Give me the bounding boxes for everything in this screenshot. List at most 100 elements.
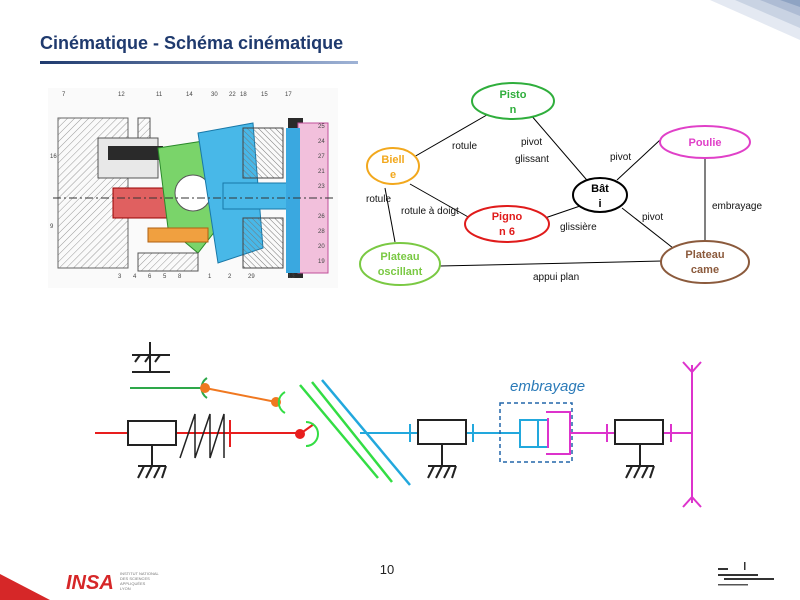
- kinematic-schema: embrayage: [95, 342, 702, 508]
- partner-logo: [718, 562, 774, 586]
- callout-number: 13: [288, 274, 295, 280]
- edge-label-plateau-came: appui plan: [533, 272, 579, 283]
- callout-number: 22: [229, 92, 236, 98]
- node-plateau-came: Plateau came: [660, 240, 750, 284]
- callout-number: 29: [248, 274, 255, 280]
- node-bati-line-2: i: [598, 198, 601, 210]
- callout-number: 19: [318, 259, 325, 265]
- callout-number: 12: [118, 92, 125, 98]
- edge-bielle-pignon: [409, 183, 471, 219]
- pulley-top-arrow: [682, 361, 702, 374]
- edge-label-piston-bati-2: glissant: [515, 154, 549, 165]
- insa-logo-text: INSA: [66, 572, 114, 594]
- node-pignon: Pigno n 6: [464, 205, 550, 243]
- insa-logo: INSA INSTITUT NATIONAL DES SCIENCES APPL…: [0, 571, 160, 600]
- callout-number: 21: [318, 169, 325, 175]
- plateau-socket-bottom: [305, 421, 319, 447]
- clutch-right-plate: [546, 411, 571, 455]
- page-title: Cinématique - Schéma cinématique: [40, 33, 344, 53]
- edge-label-piston-bielle: rotule: [452, 141, 477, 152]
- edge-pignon-bati: [544, 204, 584, 219]
- bati-slider-block: [127, 420, 177, 446]
- ground-symbol-left: [137, 445, 167, 479]
- insa-logo-sub-3: APPLIQUÉES: [120, 581, 146, 586]
- callout-number: 14: [186, 92, 193, 98]
- callout-number: 23: [318, 184, 325, 190]
- node-plateau-oscillant-line-2: oscillant: [378, 266, 423, 278]
- clutch-left-plate: [519, 419, 548, 448]
- edge-bielle-plateau: [384, 187, 396, 243]
- node-bati-line-1: Bât: [591, 183, 609, 195]
- callout-number: 16: [50, 154, 57, 160]
- callout-number: 15: [261, 92, 268, 98]
- insa-logo-sub-4: LYON: [120, 586, 131, 591]
- node-bielle: Biell e: [366, 147, 420, 185]
- insa-logo-sub-1: INSTITUT NATIONAL: [120, 571, 160, 576]
- callout-number: 2: [228, 274, 232, 280]
- edge-label-bati-came: pivot: [642, 212, 663, 223]
- node-plateau-came-line-2: came: [691, 264, 719, 276]
- callout-number: 9: [50, 224, 54, 230]
- edge-label-bielle-plateau: rotule: [366, 194, 391, 205]
- bati-pivot-block-right: [614, 419, 664, 445]
- pignon-finger: [299, 423, 315, 435]
- callout-number: 6: [148, 274, 152, 280]
- node-poulie: Poulie: [659, 125, 751, 159]
- edge-label-pignon-bati: glissière: [560, 222, 597, 233]
- ground-symbol-top: [132, 342, 170, 389]
- callout-number: 3: [118, 274, 122, 280]
- liaison-graph: rotule pivot glissant pivot embrayage ro…: [359, 82, 762, 286]
- callout-number: 30: [211, 92, 218, 98]
- spring-icon: [179, 413, 225, 459]
- edge-bati-came: [621, 207, 674, 249]
- callout-number: 7: [62, 92, 66, 98]
- node-plateau-oscillant-line-1: Plateau: [380, 251, 419, 263]
- callout-number: 18: [240, 92, 247, 98]
- bati-pivot-block-middle: [417, 419, 467, 445]
- node-plateau-came-line-1: Plateau: [685, 249, 724, 261]
- ground-symbol-middle: [427, 444, 457, 479]
- corner-stripes-decoration: [710, 0, 800, 40]
- insa-logo-sub-2: DES SCIENCES: [120, 576, 150, 581]
- node-bielle-line-1: Biell: [381, 154, 404, 166]
- page-number: 10: [379, 562, 395, 577]
- swash-plate-line-2: [311, 381, 393, 483]
- callout-number: 4: [133, 274, 137, 280]
- pulley-bottom-arrow: [682, 495, 702, 508]
- edge-label-piston-bati-1: pivot: [521, 137, 542, 148]
- callout-number: 28: [318, 229, 325, 235]
- callout-number: 8: [178, 274, 182, 280]
- edge-label-poulie-came: embrayage: [712, 201, 762, 212]
- callout-number: 24: [318, 139, 325, 145]
- node-plateau-oscillant: Plateau oscillant: [359, 242, 441, 286]
- edge-label-bielle-pignon: rotule à doigt: [401, 206, 459, 217]
- callout-number: 20: [318, 244, 325, 250]
- node-bati: Bât i: [572, 177, 628, 213]
- callout-number: 27: [318, 154, 325, 160]
- embrayage-label: embrayage: [510, 378, 585, 395]
- callout-number: 25: [318, 124, 325, 130]
- node-pignon-line-1: Pigno: [492, 211, 523, 223]
- callout-number: 5: [163, 274, 167, 280]
- node-poulie-line-1: Poulie: [688, 137, 721, 149]
- ground-symbol-right: [625, 444, 655, 479]
- callout-number: 1: [208, 274, 212, 280]
- edge-plateau-came: [439, 260, 663, 267]
- callout-number: 26: [318, 214, 325, 220]
- node-piston: Pisto n: [471, 82, 555, 120]
- callout-number: 17: [285, 92, 292, 98]
- edge-label-bati-poulie: pivot: [610, 152, 631, 163]
- node-piston-line-2: n: [510, 104, 517, 116]
- plateau-socket-top: [277, 391, 286, 414]
- edge-bati-poulie: [616, 139, 661, 181]
- bielle-rod: [204, 387, 277, 403]
- node-piston-line-1: Pisto: [500, 89, 527, 101]
- swash-plate-line-1: [299, 384, 379, 479]
- title-underline: [40, 61, 358, 64]
- callout-number: 11: [156, 92, 163, 98]
- node-bielle-line-2: e: [390, 169, 396, 181]
- node-pignon-line-2: n 6: [499, 226, 515, 238]
